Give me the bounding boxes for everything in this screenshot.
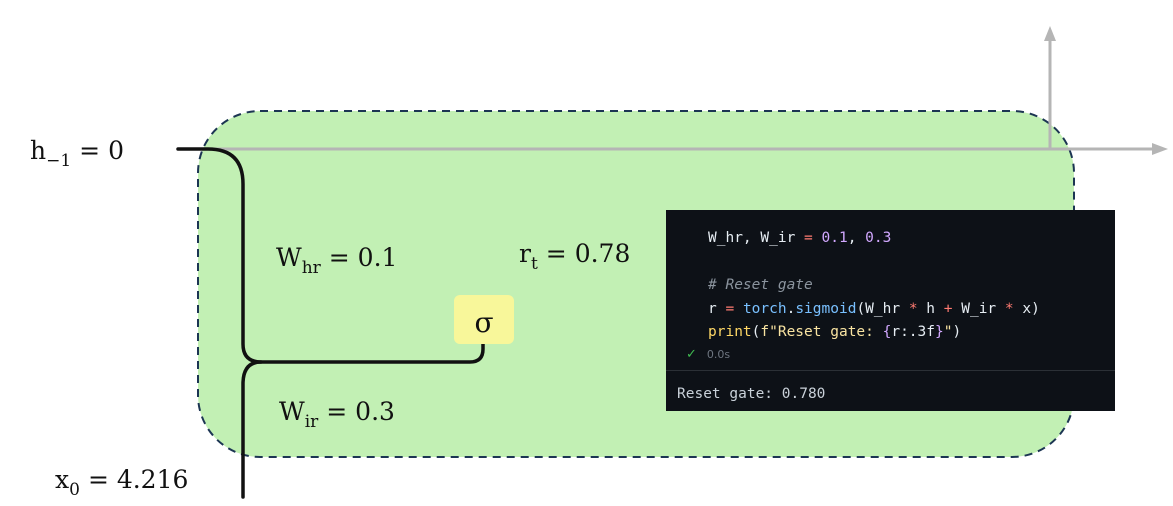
x-axis-arrow-icon [1152,143,1168,155]
code-block: W_hr, W_ir = 0.1, 0.3 # Reset gate r = t… [708,227,1040,345]
x0-label: x0= 4.216 [55,465,188,500]
w-ir-label: Wir= 0.3 [279,397,395,432]
sigma-box [454,295,514,344]
code-line-comment: # Reset gate [708,277,813,293]
h-prev-label: h−1= 0 [30,136,124,171]
execution-time: 0.0s [706,348,731,361]
h-prev-wire [176,147,485,364]
code-line-blank [708,251,1040,275]
wires [176,147,485,499]
execution-status: ✓ 0.0s [686,347,730,362]
code-line-sigmoid: r = torch.sigmoid(W_hr * h + W_ir * x) [708,300,1040,317]
code-line-print: print(f"Reset gate: {r:.3f}") [708,324,962,340]
sigma-symbol: σ [474,306,493,339]
w-hr-label: Whr= 0.1 [276,243,397,278]
check-icon: ✓ [686,347,697,362]
output-divider [666,370,1115,371]
r-t-label: rt= 0.78 [519,239,630,274]
cell-output: Reset gate: 0.780 [677,386,826,402]
x-input-wire [241,360,263,499]
code-cell-panel: W_hr, W_ir = 0.1, 0.3 # Reset gate r = t… [666,210,1115,411]
axes [198,36,1156,151]
code-line-weights: W_hr, W_ir = 0.1, 0.3 [708,230,892,246]
y-axis-arrow-icon [1044,26,1056,41]
